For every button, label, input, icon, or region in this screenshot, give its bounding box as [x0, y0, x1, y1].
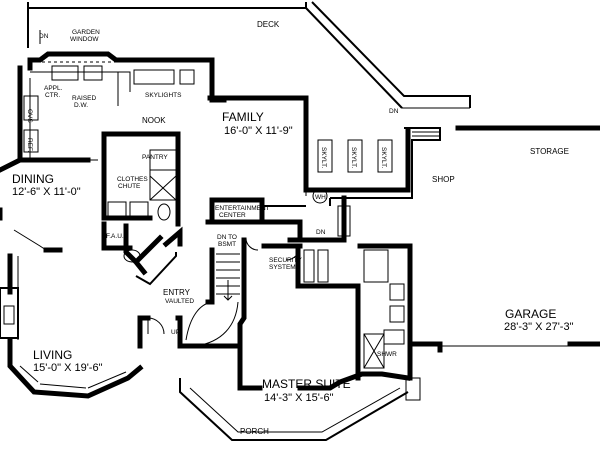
- fau-label: F.A.U.: [106, 233, 124, 240]
- nook-label: NOOK: [142, 116, 166, 125]
- entertainment-label-1: ENTERTAINMENT: [215, 205, 270, 212]
- dining-label: DINING: [12, 172, 54, 186]
- deck-outline: [27, 1, 471, 109]
- skylight-1-label: SKYLT.: [320, 147, 327, 168]
- clothes-chute-label-2: CHUTE: [118, 183, 141, 190]
- garden-window-label-2: WINDOW: [70, 36, 99, 43]
- wh-label: WH: [315, 194, 326, 201]
- dining-size: 12'-6" X 11'-0": [12, 186, 81, 198]
- vaulted-label: VAULTED: [165, 298, 194, 305]
- security-system-label-2: SYSTEM: [269, 264, 296, 271]
- skylights-label: SKYLIGHTS: [145, 92, 182, 99]
- dn-label: DN: [39, 33, 49, 40]
- garage-label: GARAGE: [505, 307, 556, 321]
- living-size: 15'-0" X 19'-6": [33, 362, 103, 374]
- security-system-label-1: SECURITY: [269, 257, 303, 264]
- kitchen-counters: [23, 61, 200, 160]
- storage-label: STORAGE: [530, 147, 569, 156]
- dn-hall-label: DN: [316, 229, 326, 236]
- stairs: [185, 237, 247, 391]
- skylight-3-label: SKYLT.: [380, 147, 387, 168]
- shop-label: SHOP: [432, 175, 455, 184]
- clothes-chute-label-1: CLOTHES: [117, 176, 148, 183]
- family-skylights: [317, 139, 393, 173]
- dining-walls: [0, 156, 98, 253]
- up-label: UP: [171, 329, 180, 336]
- entertainment-center: [205, 188, 328, 243]
- living-label: LIVING: [33, 348, 72, 362]
- garden-window-label-1: GARDEN: [72, 29, 100, 36]
- ref-label: REF.: [26, 138, 33, 152]
- main-house-walls: [17, 51, 441, 199]
- family-label: FAMILY: [222, 110, 264, 124]
- living-walls: [0, 253, 243, 399]
- core-walls: [101, 131, 183, 286]
- appl-ctr-label-1: APPL.: [44, 85, 63, 92]
- appl-ctr-label-2: CTR.: [45, 92, 60, 99]
- dn-to-bsmt-label-1: DN TO: [217, 234, 237, 241]
- family-size: 16'-0" X 11'-9": [224, 125, 293, 137]
- skylight-2-label: SKYLT.: [350, 147, 357, 168]
- entertainment-label-2: CENTER: [219, 212, 246, 219]
- ovens-label: OVS: [26, 109, 33, 123]
- entry-label: ENTRY: [163, 288, 191, 297]
- master-suite-size: 14'-3" X 15'-6": [264, 392, 334, 404]
- deck-label: DECK: [257, 20, 280, 29]
- master-suite-label: MASTER SUITE: [262, 377, 351, 391]
- dn-to-bsmt-label-2: BSMT: [218, 241, 236, 248]
- garage-size: 28'-3" X 27'-3": [504, 321, 574, 333]
- raised-dw-label-1: RAISED: [72, 95, 97, 102]
- master-suite-walls: [237, 195, 413, 391]
- shwr-label: SHWR: [377, 351, 397, 358]
- deck-stair: [39, 30, 440, 137]
- porch-outline: [179, 377, 421, 441]
- pantry-label: PANTRY: [142, 154, 168, 161]
- dn-deck-label: DN: [389, 108, 399, 115]
- raised-dw-label-2: D.W.: [74, 102, 88, 109]
- garage-walls: [329, 125, 600, 353]
- porch-label: PORCH: [240, 427, 269, 436]
